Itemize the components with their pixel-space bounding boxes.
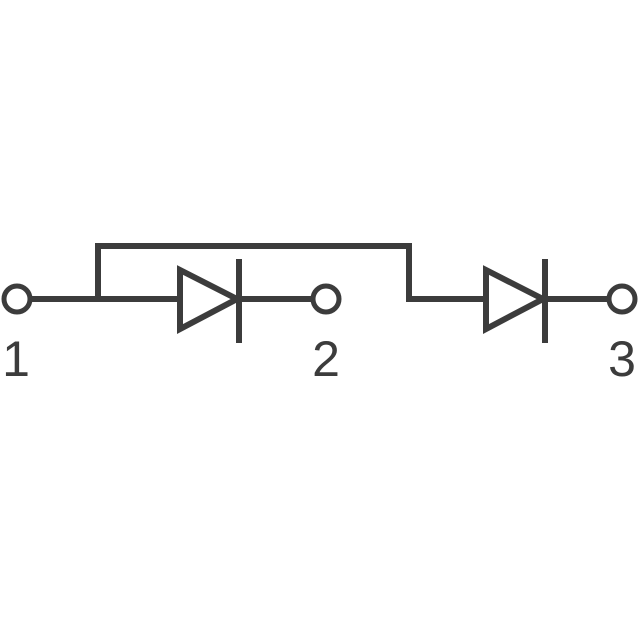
pin-3-label: 3 (608, 331, 636, 387)
diode-1 (177, 259, 244, 343)
wire-bypass-loop (95, 243, 486, 302)
diode-1-anode-triangle (177, 265, 244, 334)
pin-1-label: 1 (2, 331, 30, 387)
pin-2-label: 2 (312, 331, 340, 387)
diode-2-anode-triangle (483, 265, 550, 334)
diode-2 (483, 259, 550, 343)
pin-1-terminal (1, 283, 33, 315)
pin-3-terminal (606, 283, 638, 315)
pin-2-terminal (310, 283, 342, 315)
